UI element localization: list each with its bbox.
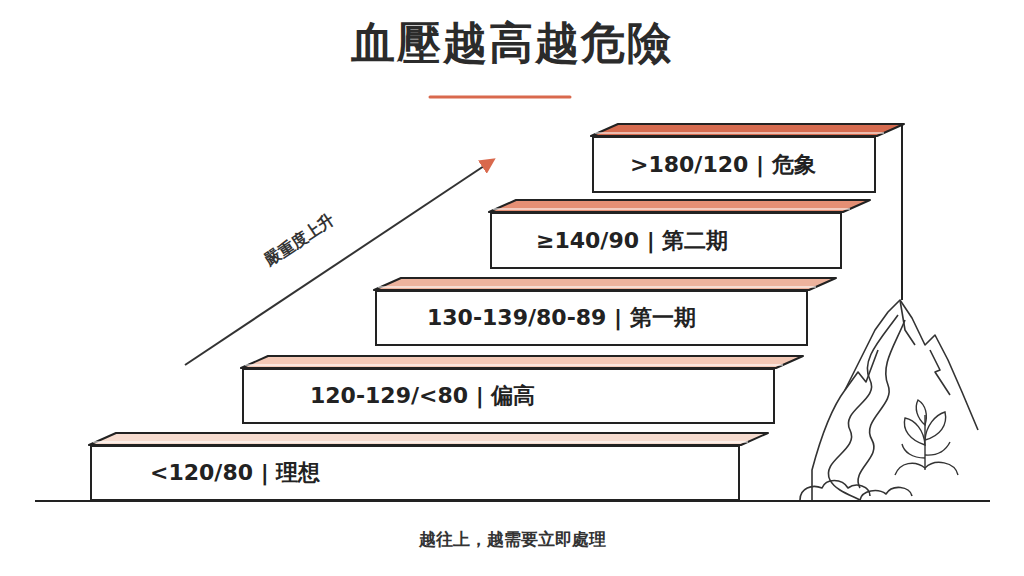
step-label: >180/120 | 危象	[630, 150, 816, 180]
stair-step: >180/120 | 危象	[592, 136, 876, 193]
stair-step: <120/80 | 理想	[90, 445, 740, 501]
step-label: <120/80 | 理想	[150, 458, 320, 488]
stair-step: 120-129/<80 | 偏高	[242, 368, 775, 424]
stair-step: ≥140/90 | 第二期	[490, 212, 842, 269]
step-highlight	[595, 132, 884, 134]
step-top	[241, 356, 803, 368]
plant-sprig	[895, 400, 958, 475]
step-highlight	[493, 208, 850, 210]
step-highlight	[378, 286, 816, 288]
mountain	[800, 300, 978, 500]
step-highlight	[245, 364, 783, 366]
title: 血壓越高越危險	[0, 14, 1024, 73]
caption: 越往上，越需要立即處理	[0, 528, 1024, 551]
step-top	[591, 124, 904, 136]
step-highlight	[93, 441, 748, 443]
step-label: 120-129/<80 | 偏高	[310, 381, 535, 411]
step-top	[489, 200, 870, 212]
stair-step: 130-139/80-89 | 第一期	[375, 290, 808, 346]
title-underline	[430, 96, 570, 99]
step-label: 130-139/80-89 | 第一期	[427, 303, 696, 333]
step-top	[374, 278, 836, 290]
step-label: ≥140/90 | 第二期	[536, 226, 728, 256]
back-wall	[901, 124, 903, 300]
severity-label: 嚴重度上升	[258, 207, 341, 272]
step-top	[89, 433, 768, 445]
